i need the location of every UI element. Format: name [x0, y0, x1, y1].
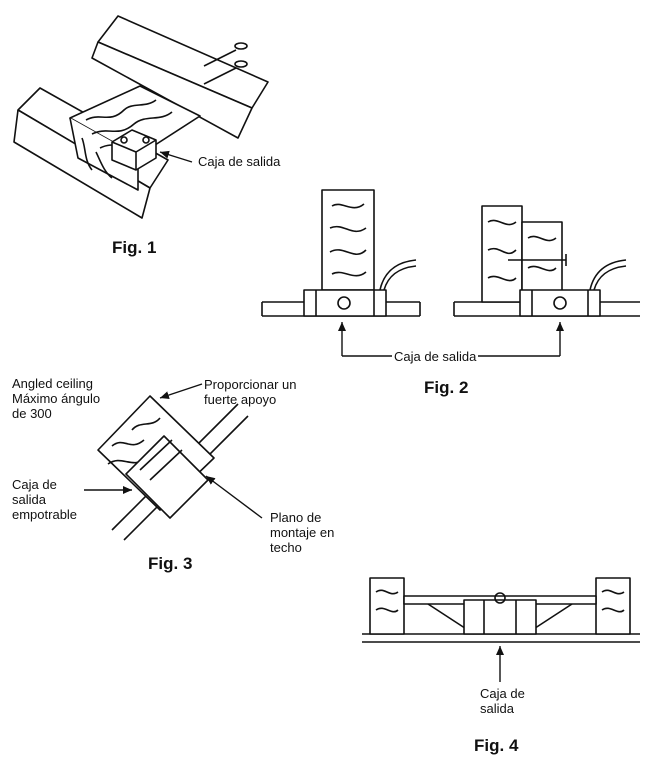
fig3-recessed-box-label: Caja de salida empotrable [12, 477, 78, 522]
fig3-angle-label: Angled ceiling Máximo ángulo de 300 [12, 376, 101, 421]
fig4-outlet-box-label: Caja de salida [480, 686, 525, 716]
fig1-caption: Fig. 1 [112, 238, 157, 257]
fig1-arrow [159, 150, 193, 163]
fig1-outlet-box-label: Caja de salida [198, 154, 281, 169]
fig3-caption: Fig. 3 [148, 554, 193, 573]
fig3-support-label: Proporcionar un fuerte apoyo [204, 377, 297, 407]
fig1-drawing [13, 15, 269, 219]
fig2-outlet-box-label: Caja de salida [392, 349, 479, 364]
fig4-drawing [362, 577, 640, 643]
fig3-arrows [84, 383, 263, 519]
fig4-caption: Fig. 4 [474, 736, 519, 755]
fig3-mounting-plane-label: Plano de montaje en techo [270, 510, 335, 555]
fig3-drawing [97, 395, 249, 541]
fig2-drawing [261, 189, 640, 317]
fig2-caption: Fig. 2 [424, 378, 469, 397]
